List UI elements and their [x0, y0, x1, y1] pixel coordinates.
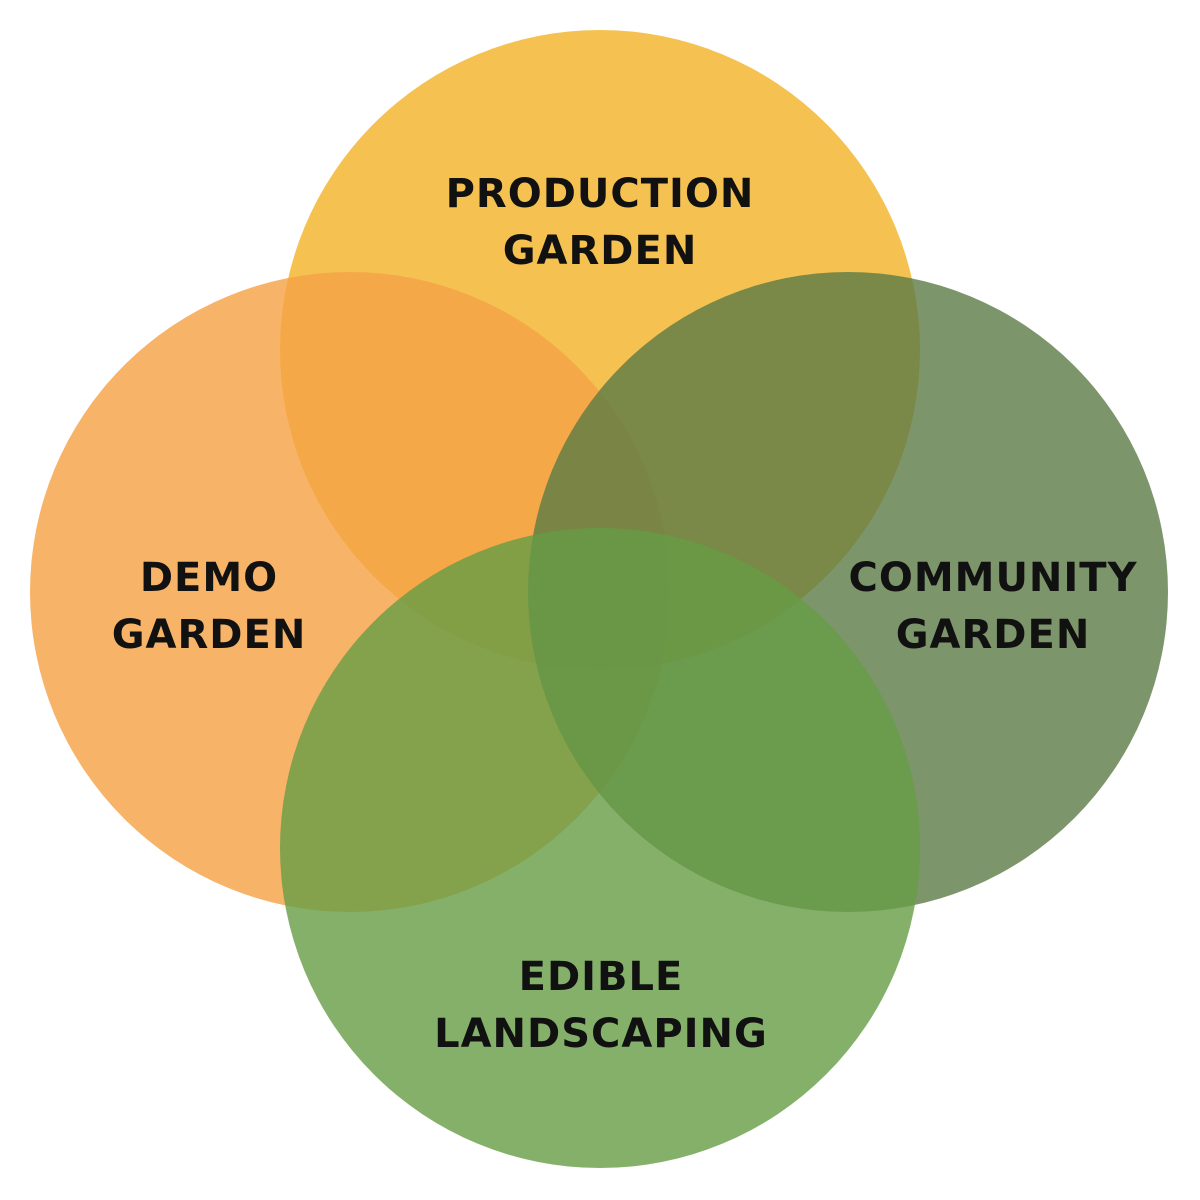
circles-layer [30, 30, 1168, 1168]
edible-landscaping-label-line1: EDIBLE [519, 954, 684, 1000]
edible-landscaping-label-line2: LANDSCAPING [434, 1011, 768, 1057]
production-garden-label-line2: GARDEN [503, 228, 698, 274]
edible-circle [280, 528, 920, 1168]
production-garden-label-line1: PRODUCTION [446, 171, 755, 217]
labels-layer: PRODUCTION GARDEN DEMO GARDEN COMMUNITY … [112, 171, 1137, 1057]
community-garden-label-line1: COMMUNITY [848, 555, 1137, 601]
demo-garden-label-line2: GARDEN [112, 612, 307, 658]
community-garden-label-line2: GARDEN [896, 612, 1091, 658]
demo-garden-label-line1: DEMO [140, 555, 278, 601]
